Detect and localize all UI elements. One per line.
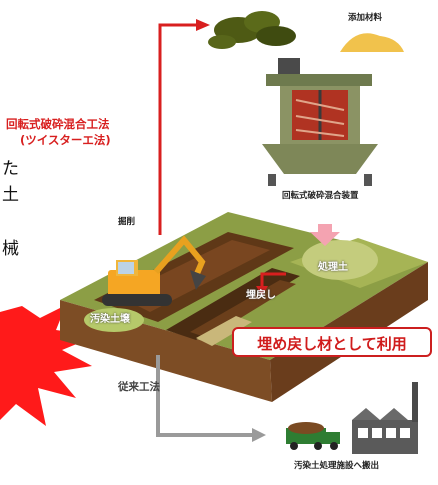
- dump-truck-icon: [286, 422, 340, 450]
- excavation-label: 掘削: [118, 217, 136, 227]
- excavator-icon: [102, 235, 206, 306]
- backfill-arrow: [260, 272, 286, 288]
- method-title-line1: 回転式破砕混合工法: [6, 117, 110, 131]
- gray-route-arrow: [156, 355, 252, 437]
- contaminated-soil-label: 汚染土壌: [90, 314, 130, 325]
- treated-soil-label: 処理土: [318, 262, 348, 273]
- factory-icon: [352, 382, 418, 454]
- left-text-fragment: 械: [2, 239, 19, 259]
- backfill-arrowhead-icon: [256, 286, 268, 296]
- mixer-machine-icon: [262, 58, 378, 186]
- method-title-line2: (ツイスターエ法): [20, 133, 111, 147]
- pink-down-arrow-icon: [310, 224, 340, 246]
- additive-label: 添加材料: [348, 13, 383, 23]
- transport-label: 汚染土処理施設へ搬出: [294, 461, 380, 471]
- backfill-label: 埋戻し: [246, 290, 276, 301]
- soil-pile-icon: [208, 11, 296, 49]
- callout-box: 埋め戻し材として利用: [232, 327, 432, 357]
- mixer-device-label: 回転式破砕混合装置: [282, 191, 359, 201]
- additive-pile-icon: [340, 33, 404, 52]
- gray-arrowhead-icon: [252, 428, 266, 442]
- ground-block-icon: [60, 212, 428, 402]
- left-text-fragment: た: [2, 159, 19, 179]
- red-arrowhead-icon: [196, 19, 210, 31]
- red-process-arrow: [158, 23, 196, 235]
- conventional-method-label: 従来工法: [118, 381, 160, 393]
- left-text-fragment: 土: [2, 185, 19, 205]
